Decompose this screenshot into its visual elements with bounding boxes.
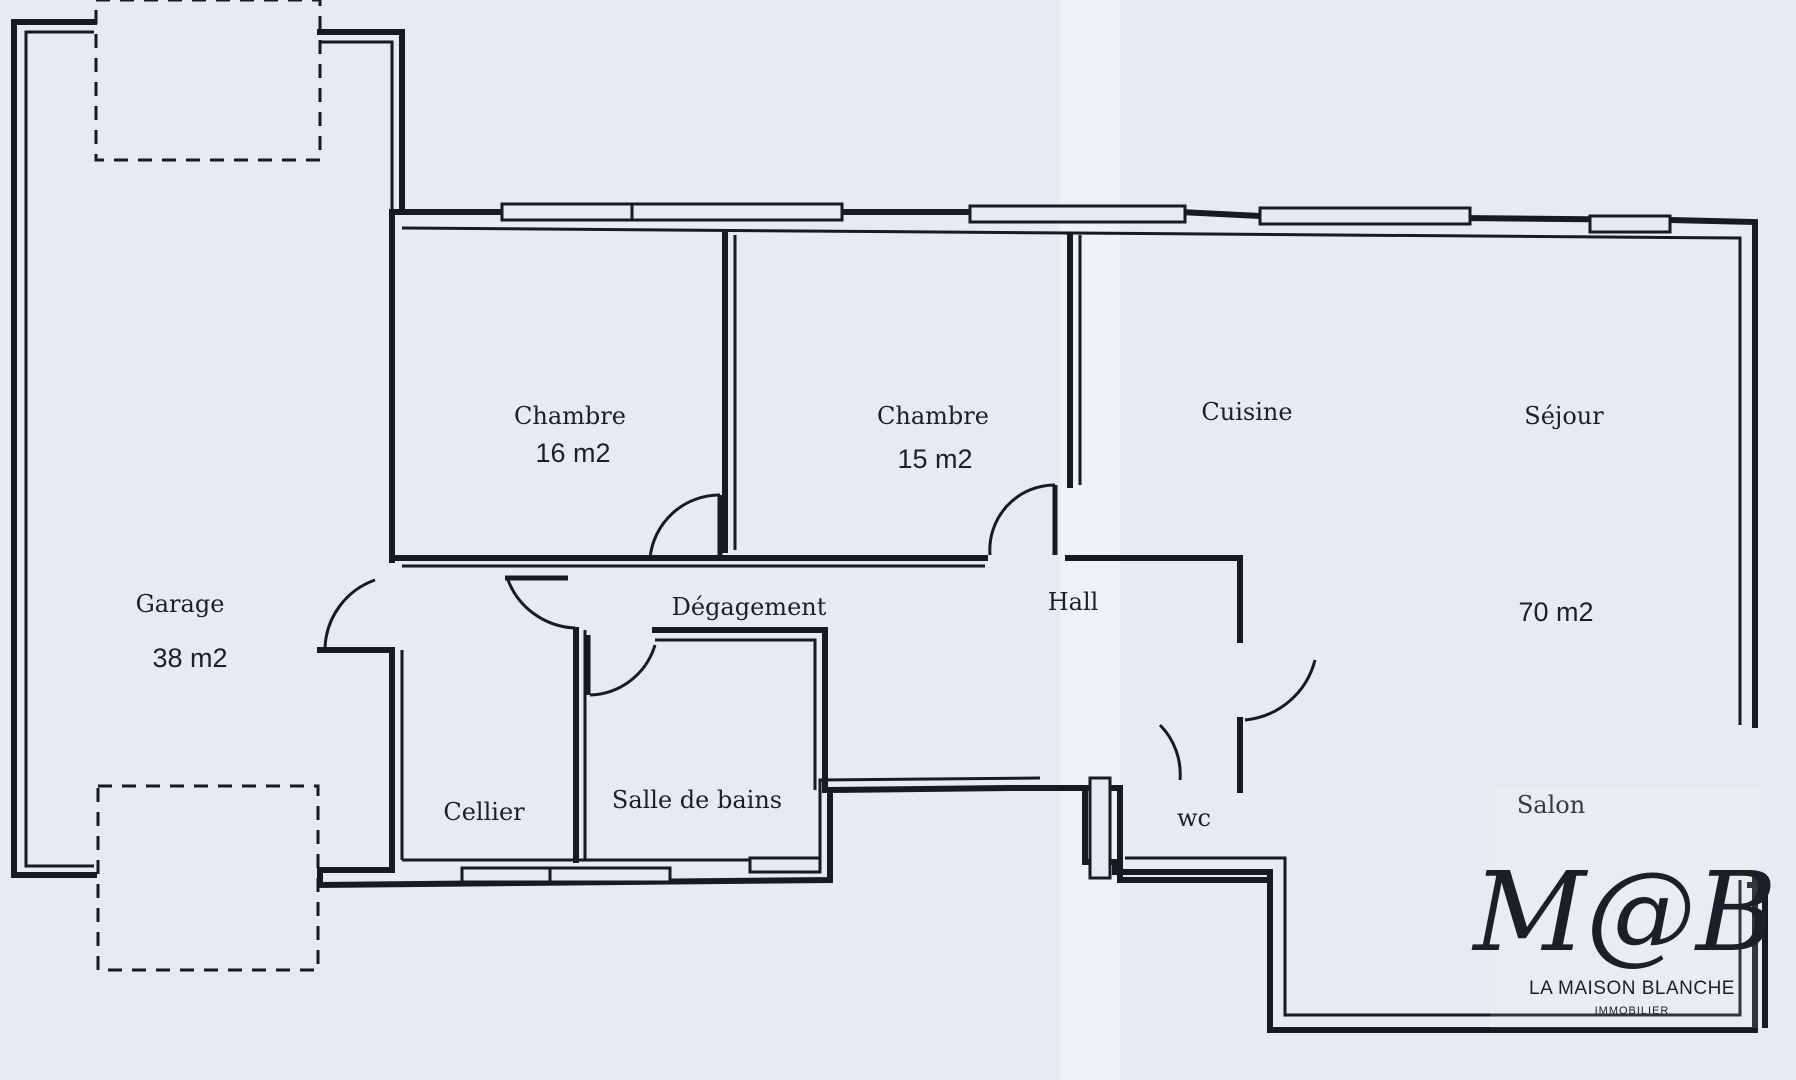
cuisine-name: Cuisine <box>1201 398 1292 426</box>
chambre2-area: 15 m2 <box>897 444 972 474</box>
garage-dashed-area-top <box>94 0 322 162</box>
sejour-area: 70 m2 <box>1518 597 1593 627</box>
hall-name: Hall <box>1048 588 1099 616</box>
garage-walls <box>11 0 405 972</box>
wc-name: wc <box>1177 804 1211 832</box>
chambre1-name: Chambre <box>514 402 626 430</box>
doors <box>323 483 1317 781</box>
chambre1-area: 16 m2 <box>535 438 610 468</box>
salle-de-bains-name: Salle de bains <box>612 786 782 814</box>
logo-name: LA MAISON BLANCHE <box>1529 978 1735 999</box>
interior-walls <box>317 232 1243 863</box>
logo-subtitle: IMMOBILIER <box>1595 1005 1670 1017</box>
logo-monogram: M@B <box>1471 848 1776 976</box>
garage-area: 38 m2 <box>152 643 227 673</box>
degagement-name: Dégagement <box>672 593 827 621</box>
exterior-walls <box>317 202 1768 1033</box>
garage-name: Garage <box>136 590 225 618</box>
salon-name: Salon <box>1517 791 1585 819</box>
sejour-name: Séjour <box>1524 402 1604 430</box>
garage-dashed-area-bottom <box>96 784 320 972</box>
cellier-name: Cellier <box>443 798 525 826</box>
chambre2-name: Chambre <box>877 402 989 430</box>
watermark-logo: M@B LA MAISON BLANCHE IMMOBILIER <box>1471 788 1777 1028</box>
